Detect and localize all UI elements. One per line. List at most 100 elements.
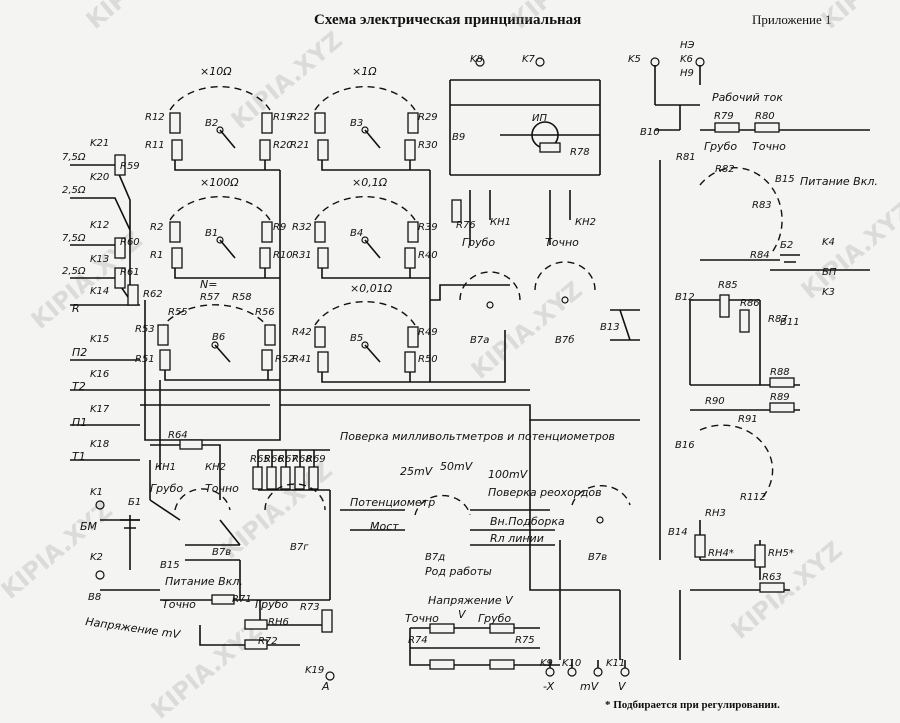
label-a: А <box>321 680 330 693</box>
resistor-r19 <box>261 112 273 134</box>
terminal-k20: K20 <box>90 172 109 183</box>
label-b11: B11 <box>780 317 800 328</box>
terminal-k15: K15 <box>90 334 109 345</box>
label-b1: B1 <box>205 228 218 239</box>
terminal-k10: K10 <box>562 658 581 669</box>
label-rh3: RH4* <box>708 548 734 559</box>
label-r63: R64 <box>168 430 188 441</box>
label-r50: R50 <box>418 354 438 365</box>
label-r73: R75 <box>515 635 535 646</box>
watermark-8: KIPIA.XYZ <box>0 496 118 605</box>
terminal-dot-k2 <box>95 570 105 580</box>
watermark-1: KIPIA.XYZ <box>81 0 203 35</box>
label-v: V <box>618 680 627 693</box>
terminal-k4: K4 <box>822 237 835 248</box>
label-b2-battery: Б2 <box>780 240 793 251</box>
right-lower: R85 R86 R87 R88 R89 R90 R91 B16 B12 B11 … <box>675 280 800 503</box>
label-tochno-right: Точно <box>752 140 786 153</box>
value-7-5-a: 7,5Ω <box>62 152 86 163</box>
label-b7d: B7д <box>425 552 445 563</box>
decade-x1: ×1Ω R22 R21 R29 R30 B3 <box>290 65 438 171</box>
terminal-dot-k19 <box>325 671 335 681</box>
label-r65: R66 <box>264 454 284 465</box>
label-r82: R83 <box>752 200 772 211</box>
label-napryazhenie-v: Напряжение V <box>428 594 514 607</box>
terminal-dot-k5 <box>650 57 660 67</box>
decade-x100: ×100Ω R2 R1 R9 R10 B1 <box>150 176 293 279</box>
label-b7b: B7б <box>555 334 574 346</box>
port-t2: Т2 <box>72 380 86 393</box>
label-grubo-v: Грубо <box>478 612 511 625</box>
label-vn-podborka: Вн.Подборка <box>490 515 565 528</box>
label-tochno-bl: Точно <box>205 482 239 495</box>
label-r39: R39 <box>418 222 438 233</box>
terminal-k6: K6 <box>680 54 693 65</box>
switch-b12: B13 <box>600 309 640 341</box>
rotary-b7: B7a B7б <box>459 261 596 346</box>
port-t1: Т1 <box>72 450 86 463</box>
watermark-3: KIPIA.XYZ <box>816 0 900 35</box>
label-b4: B4 <box>350 228 363 239</box>
page-title: Схема электрическая принципиальная <box>314 12 582 28</box>
label-r57: R57 <box>200 292 220 303</box>
terminal-k21: K21 <box>90 138 109 149</box>
range-label-x1: ×1Ω <box>352 65 377 78</box>
label-rh5: R63 <box>762 572 782 583</box>
range-label-x001: ×0,01Ω <box>350 282 393 295</box>
label-r86: R87 <box>768 314 788 325</box>
label-r56: R56 <box>255 307 275 318</box>
terminal-dot-k1 <box>95 500 105 510</box>
label-b7a: B7a <box>470 335 489 346</box>
terminal-k1: K1 <box>90 487 103 498</box>
label-b14-bl: B15 <box>160 560 180 571</box>
poverka-block: Поверка милливольтметров и потенциометро… <box>340 430 615 578</box>
appendix-label: Приложение 1 <box>752 12 832 27</box>
label-b3: B3 <box>350 118 363 129</box>
watermark-2: KIPIA.XYZ <box>506 0 628 35</box>
label-rh6: R73 <box>300 602 320 613</box>
label-r87: R88 <box>770 367 790 378</box>
label-25mv: 25mV <box>400 465 434 478</box>
terminal-k7: K7 <box>522 54 536 65</box>
label-r30: R30 <box>418 140 438 151</box>
terminal-k16: K16 <box>90 369 109 380</box>
label-v-unit: V <box>458 608 467 621</box>
value-7-5-b: 7,5Ω <box>62 233 86 244</box>
label-r64: R65 <box>250 454 270 465</box>
port-p1: П1 <box>72 416 87 429</box>
terminal-k9: K9 <box>540 658 553 669</box>
terminal-k14: K14 <box>90 286 109 297</box>
label-r41: R41 <box>292 354 312 365</box>
terminal-k13: K13 <box>90 254 109 265</box>
label-pitanie-bl: Питание Вкл. <box>165 575 243 588</box>
label-b7v: B7в <box>212 547 231 558</box>
label-ip: ИП <box>532 113 547 124</box>
label-b7v-right: B7в <box>588 552 607 563</box>
terminal-k2: K2 <box>90 552 103 563</box>
terminal-dot-k8 <box>475 57 485 67</box>
right-rotary: R82 R83 R84 B15 Питание Вкл. Б2 K4 БП K3 <box>659 160 878 560</box>
label-b2: B2 <box>205 118 218 129</box>
label-r29: R29 <box>418 112 438 123</box>
label-r58: R58 <box>232 292 252 303</box>
label-r52: R52 <box>275 354 295 365</box>
label-r77: R76 <box>456 220 476 231</box>
label-rod-raboty: Род работы <box>425 565 492 578</box>
label-r1: R1 <box>150 250 163 261</box>
terminal-dot-k6 <box>695 57 705 67</box>
napryazhenie-v-block: Напряжение V V Точно Грубо R74 R75 <box>405 594 560 670</box>
label-50mv: 50mV <box>440 460 474 473</box>
label-kn2-bottom: КН2 <box>205 462 226 473</box>
label-r69: R71 <box>232 594 252 605</box>
label-kn2-top: КН2 <box>575 217 596 228</box>
label-r19: R19 <box>273 112 293 123</box>
label-b10: B10 <box>640 127 660 138</box>
decade-x01: ×0,1Ω R32 R31 R39 R40 B4 <box>292 176 438 279</box>
label-grubo-bl2: Грубо <box>255 598 288 611</box>
label-b16: B12 <box>675 292 695 303</box>
galvanometer-section: ИП R78 K8 K7 B9 КН1 КН2 R76 Грубо Точно <box>449 54 601 249</box>
label-b12: B13 <box>600 322 620 333</box>
range-label-x100: ×100Ω <box>200 176 239 189</box>
label-r81: R82 <box>715 164 735 175</box>
